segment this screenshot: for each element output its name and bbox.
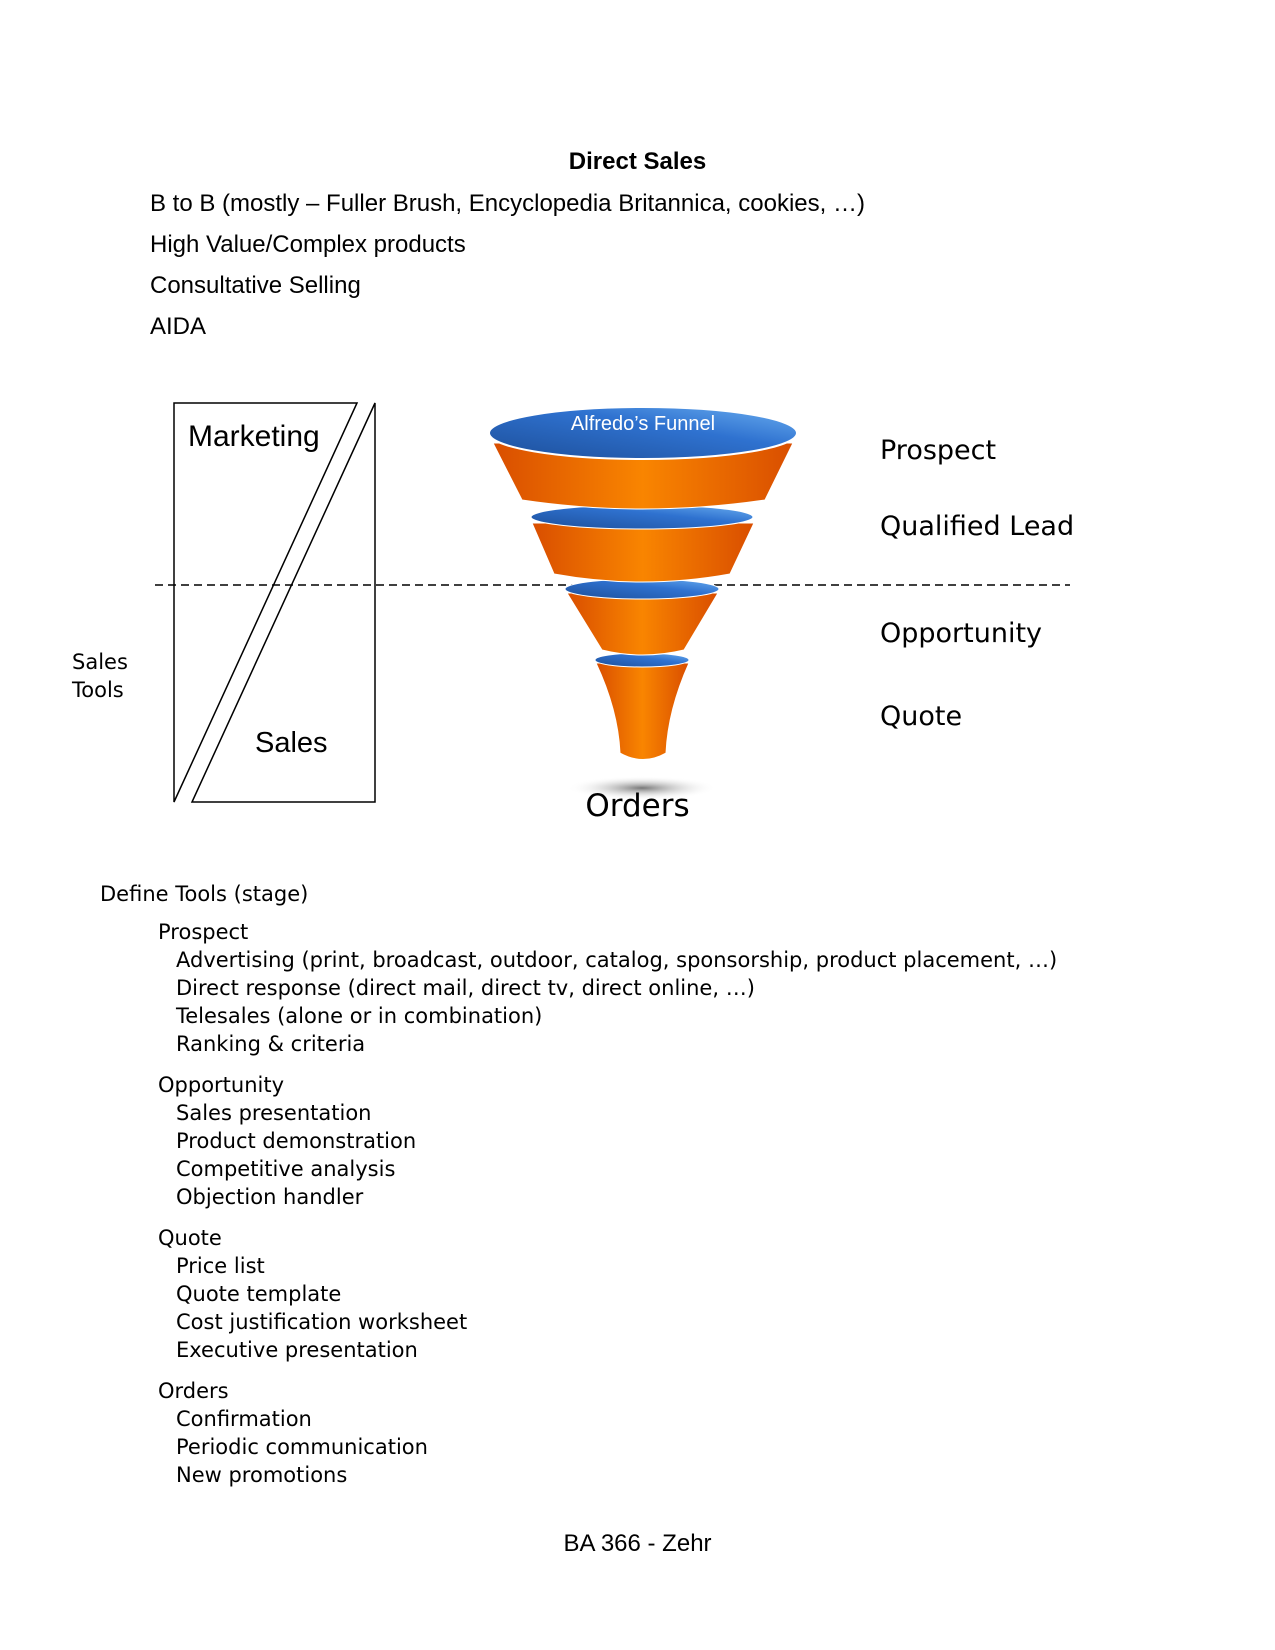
tool-item: Price list (176, 1254, 265, 1278)
tools-heading: Define Tools (stage) (100, 882, 309, 906)
intro-line: Consultative Selling (150, 272, 361, 299)
footer: BA 366 - Zehr (563, 1530, 712, 1557)
tool-group-name: Orders (158, 1379, 229, 1403)
tool-group-name: Prospect (158, 920, 249, 944)
marketing-label: Marketing (188, 420, 320, 453)
funnel-top (488, 406, 798, 460)
marketing-sales-box (173, 402, 376, 803)
funnel-band-opportunity (566, 592, 719, 656)
tool-item: Objection handler (176, 1185, 364, 1209)
tool-item: Periodic communication (176, 1435, 428, 1459)
tool-item: Direct response (direct mail, direct tv,… (176, 976, 755, 1000)
tool-group-name: Opportunity (158, 1073, 285, 1097)
tool-item: Advertising (print, broadcast, outdoor, … (176, 948, 1058, 972)
intro-line: AIDA (150, 313, 207, 340)
sales-tools-label: Sales Tools (72, 648, 128, 704)
funnel-band-quote (595, 662, 690, 760)
stage-opportunity: Opportunity (880, 618, 1043, 649)
funnel-shadow (567, 776, 717, 800)
stage-qualified-lead: Qualified Lead (880, 511, 1075, 542)
tool-item: Ranking & criteria (176, 1032, 366, 1056)
tool-item: Executive presentation (176, 1338, 418, 1362)
sales-funnel-diagram (155, 402, 1070, 803)
tool-item: Cost justification worksheet (176, 1310, 468, 1334)
tool-item: Competitive analysis (176, 1157, 396, 1181)
tool-item: New promotions (176, 1463, 348, 1487)
tool-item: Product demonstration (176, 1129, 417, 1153)
intro-line: B to B (mostly – Fuller Brush, Encyclope… (150, 190, 865, 217)
side-label-line: Tools (72, 678, 124, 702)
side-label-line: Sales (72, 650, 128, 674)
stage-quote: Quote (880, 701, 963, 732)
tool-group-name: Quote (158, 1226, 222, 1250)
tool-item: Quote template (176, 1282, 342, 1306)
sales-label: Sales (255, 727, 328, 759)
tool-item: Confirmation (176, 1407, 312, 1431)
funnel-band-prospect (492, 442, 794, 510)
funnel (488, 406, 798, 800)
page-title: Direct Sales (568, 148, 707, 175)
tool-item: Telesales (alone or in combination) (176, 1004, 543, 1028)
intro-line: High Value/Complex products (150, 231, 466, 258)
tool-item: Sales presentation (176, 1101, 372, 1125)
orders-label: Orders (585, 788, 690, 824)
funnel-title: Alfredo’s Funnel (570, 413, 716, 435)
stage-prospect: Prospect (880, 435, 997, 466)
funnel-band-qualified-lead (531, 522, 755, 583)
